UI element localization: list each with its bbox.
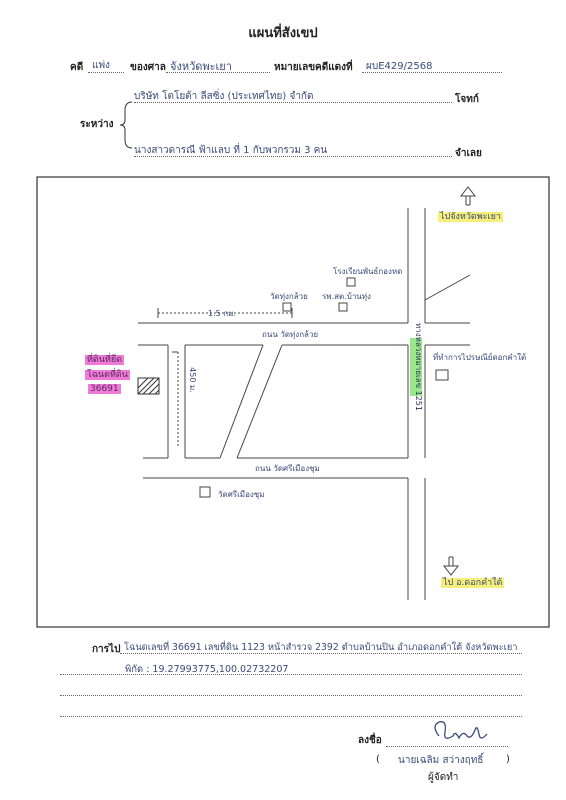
paren-open: ( (376, 754, 380, 765)
defendant-line (134, 156, 452, 157)
case-number-label: หมายเลขคดีแดงที่ (274, 62, 353, 73)
highway-label: ทางหลวงหมายเลข 1251 (414, 323, 423, 411)
health-center-building (338, 302, 348, 312)
coords-text: พิกัด : 19.27993775,100.02732207 (125, 664, 289, 675)
arrow-up-icon (459, 186, 477, 206)
sign-label: ลงชื่อ (358, 735, 382, 746)
court-line (166, 72, 270, 73)
case-number-line (362, 72, 502, 73)
signer-role: ผู้จัดทำ (428, 772, 459, 783)
paren-close: ) (506, 754, 510, 765)
directions-line-2 (60, 674, 522, 675)
plaintiff-name: บริษัท โตโยต้า ลีสซิ่ง (ประเทศไทย) จำกัด (134, 91, 314, 102)
health-center-label: รพ.สต.บ้านทุ่ง (322, 292, 371, 301)
case-type: แพ่ง (92, 60, 110, 71)
road-temple-label: ถนน วัดทุ่งกล้วย (262, 330, 319, 339)
temple-top-building (282, 302, 292, 312)
temple-top-label: วัดทุ่งกล้วย (270, 292, 308, 301)
diagonal-road-east-edge (236, 344, 283, 459)
map-frame (36, 176, 550, 628)
deed-number: 36691 (88, 384, 121, 394)
office-label: ที่ทำการไปรษณีย์ดอกคำใต้ (433, 353, 527, 362)
temple-bottom-building (199, 486, 211, 498)
school-building (346, 277, 356, 287)
signature-scribble (434, 721, 488, 740)
temple-bottom-label: วัดศรีเมืองชุม (218, 490, 265, 499)
party-brace (119, 101, 133, 149)
highway-highlight (410, 338, 422, 396)
target-label: ที่ดินที่ยึด (85, 355, 124, 365)
case-type-line (88, 72, 124, 73)
directions-label: การไป (92, 644, 121, 655)
distance-top-label: 1.5 กม. (208, 309, 236, 318)
school-label: โรงเรียนพันธ์กองหด (333, 267, 403, 276)
between-label: ระหว่าง (80, 119, 114, 130)
deed-label: โฉนดที่ดิน (85, 370, 130, 380)
directions-line-3 (60, 695, 522, 696)
to-phayao-label: ไปจังหวัดพะเยา (438, 212, 503, 222)
case-label: คดี (70, 62, 84, 73)
directions-text: โฉนดเลขที่ 36691 เลขที่ดิน 1123 หน้าสำรว… (124, 642, 518, 653)
plaintiff-role: โจทก์ (455, 94, 479, 105)
road-si-label: ถนน วัดศรีเมืองชุม (255, 464, 320, 473)
page-title: แผนที่สังเขป (248, 26, 318, 41)
case-number: ผบE429/2568 (366, 61, 433, 72)
court-name: จังหวัดพะเยา (170, 60, 232, 73)
arrow-down-icon (442, 556, 460, 576)
plaintiff-line (134, 102, 452, 103)
defendant-name: นางสาวดารณี ฟ้าแลบ ที่ 1 กับพวกรวม 3 คน (134, 145, 328, 156)
sign-line (386, 746, 508, 747)
northeast-road-a (424, 274, 471, 301)
target-parcel (137, 377, 160, 395)
distance-side-label: 450 ม. (188, 367, 197, 393)
directions-line-1 (120, 653, 522, 654)
signer-name: นายเฉลิม สว่างฤทธิ์ (398, 755, 484, 766)
directions-line-4 (60, 716, 522, 717)
to-dok-kham-tai-label: ไป อ.ดอกคำใต้ (441, 578, 505, 588)
office-building (435, 369, 449, 381)
defendant-role: จำเลย (455, 148, 482, 159)
diagonal-road-west-edge (219, 344, 264, 459)
court-label: ของศาล (130, 62, 166, 73)
